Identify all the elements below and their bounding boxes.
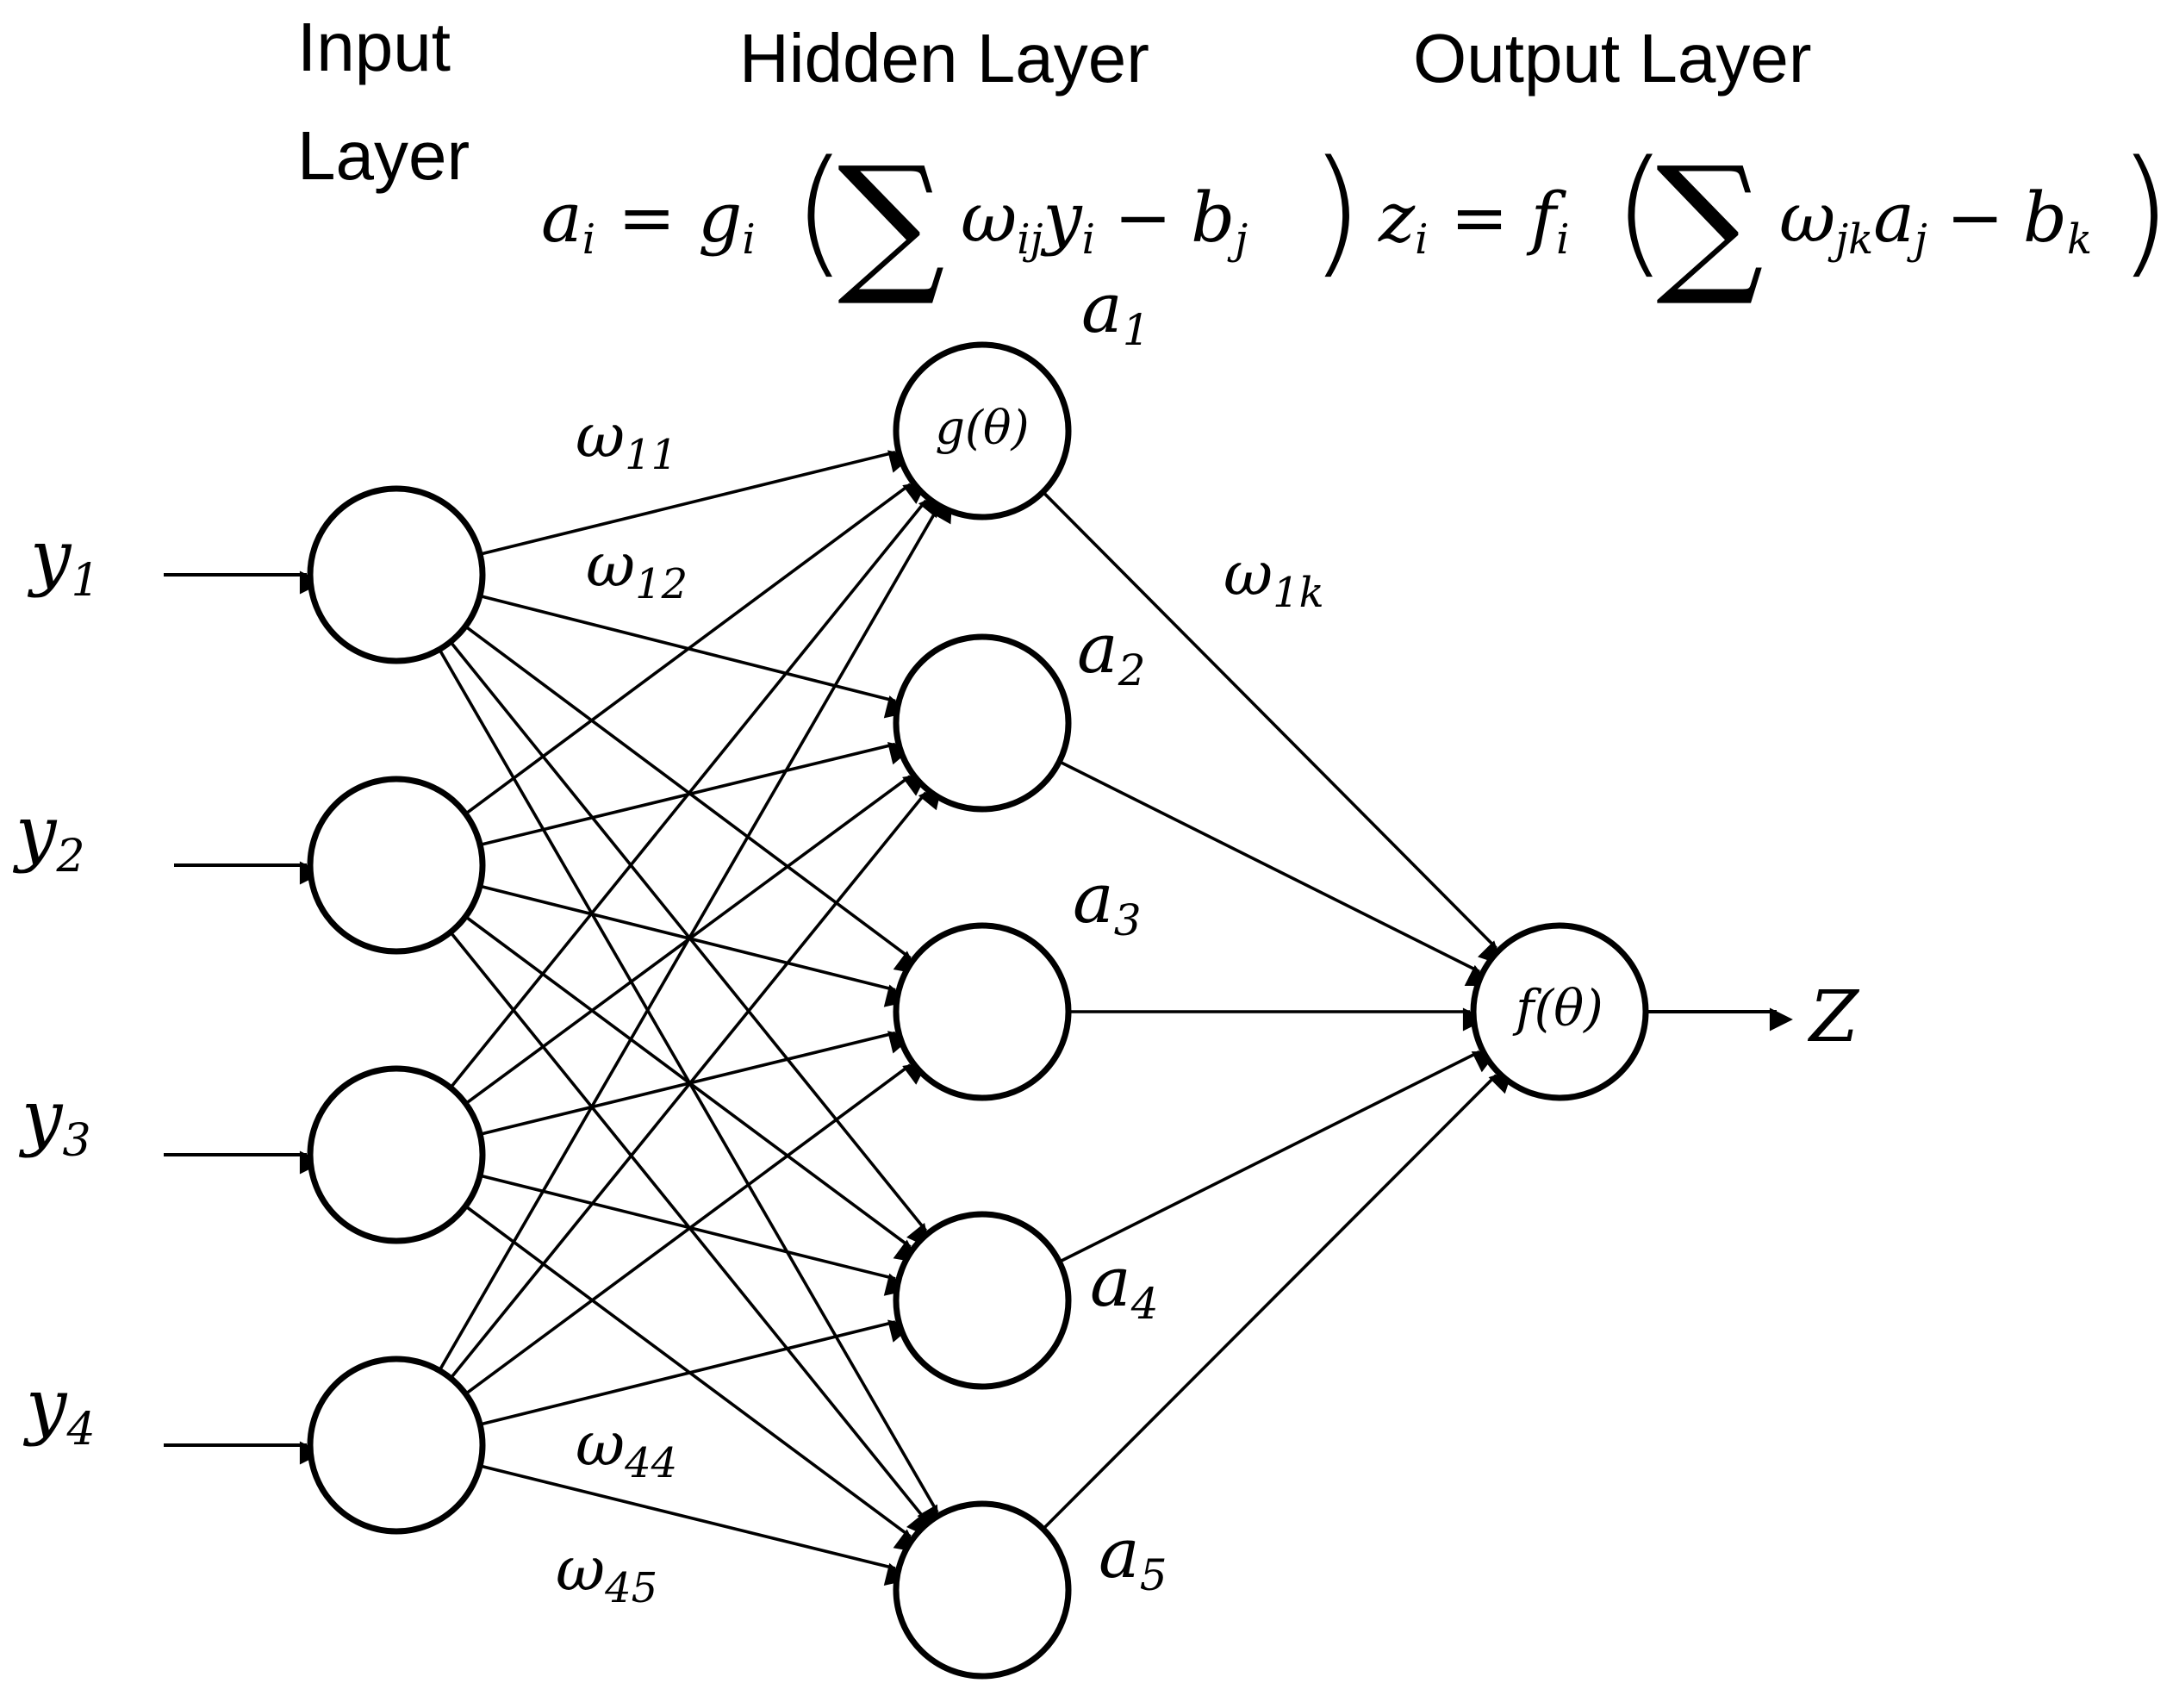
hidden-layer-nodes — [893, 341, 1072, 1680]
svg-text:ai=gi: ai=gi — [541, 178, 756, 264]
hidden-label-a3: a3 — [1073, 858, 1142, 945]
input-label-y4: y4 — [22, 1363, 96, 1456]
edge-hidden-4-to-output — [1058, 1050, 1497, 1263]
edge-hidden-5-to-output — [1042, 1069, 1514, 1530]
hidden-node-5 — [893, 1500, 1072, 1680]
input-label-y1: y1 — [27, 514, 100, 607]
hidden-label-a4: a4 — [1090, 1242, 1159, 1329]
input-node-3 — [307, 1065, 486, 1244]
edge-input-4-to-hidden-5 — [479, 1464, 910, 1586]
input-node-4 — [307, 1356, 486, 1535]
hidden-node-1-activation-label: g(θ) — [935, 401, 1029, 455]
weight-label-w45: ω45 — [556, 1534, 657, 1612]
hidden-node-2 — [893, 633, 1072, 813]
hidden-layer-title: Hidden Layer — [739, 20, 1149, 97]
edge-input-4-to-hidden-2 — [449, 784, 943, 1380]
edge-hidden-2-to-output — [1058, 760, 1491, 986]
edge-hidden-1-to-output — [1042, 490, 1503, 965]
input-node-1 — [307, 485, 486, 664]
edge-input-4-to-hidden-3 — [464, 1061, 928, 1395]
svg-text:ωjkaj−bk: ωjkaj−bk — [1779, 178, 2092, 264]
hidden-layer-formula: ai=gi ( ∑ ωijyi−bj ) — [541, 130, 1363, 310]
output-label-z: Z — [1807, 976, 1860, 1058]
output-formula-open-paren: ( — [1613, 130, 1666, 291]
input-label-y2: y2 — [12, 790, 85, 882]
edge-input-3-to-hidden-5 — [464, 1205, 919, 1553]
output-node — [1470, 922, 1649, 1101]
edge-input-3-to-hidden-1 — [449, 492, 943, 1089]
edge-input-1-to-hidden-1 — [479, 450, 913, 556]
hidden-label-a1: a1 — [1081, 268, 1150, 355]
edge-input-4-to-hidden-1 — [438, 498, 953, 1372]
input-layer-title-line2: Layer — [297, 117, 470, 194]
edge-input-2-to-hidden-1 — [464, 480, 928, 815]
input-node-2 — [307, 776, 486, 955]
connection-edges — [164, 450, 1793, 1586]
hidden-node-4 — [893, 1211, 1072, 1390]
weight-label-w12: ω12 — [586, 530, 688, 608]
input-layer-nodes — [307, 485, 486, 1535]
edge-input-3-to-hidden-3 — [479, 1031, 913, 1137]
svg-text:zi=fi: zi=fi — [1378, 178, 1570, 264]
edge-input-1-to-hidden-4 — [449, 640, 931, 1249]
weight-label-w1k: ω1k — [1223, 539, 1324, 617]
svg-text:ωijyi−bj: ωijyi−bj — [961, 178, 1248, 264]
hidden-node-3 — [893, 922, 1072, 1101]
hidden-formula-close-paren: ) — [1310, 130, 1363, 291]
hidden-formula-sum-sign: ∑ — [837, 135, 945, 310]
hidden-formula-open-paren: ( — [793, 130, 846, 291]
weight-label-w44: ω44 — [576, 1409, 677, 1487]
hidden-label-a5: a5 — [1099, 1513, 1167, 1600]
weight-label-w11: ω11 — [576, 401, 677, 479]
edge-input-2-to-hidden-4 — [464, 915, 919, 1263]
input-layer-title-line1: Input — [297, 9, 451, 85]
input-label-y3: y3 — [18, 1075, 91, 1167]
output-layer-formula: zi=fi ( ∑ ωjkaj−bk ) — [1378, 130, 2171, 310]
edge-input-3-to-hidden-4 — [479, 1174, 910, 1296]
hidden-node-1 — [893, 341, 1072, 521]
output-formula-close-paren: ) — [2118, 130, 2171, 291]
output-node-activation-label: f(θ) — [1512, 979, 1603, 1038]
output-layer-title: Output Layer — [1413, 20, 1812, 97]
hidden-label-a2: a2 — [1077, 608, 1146, 695]
output-formula-sum-sign: ∑ — [1656, 135, 1764, 310]
edge-input-4-to-hidden-4 — [479, 1319, 913, 1426]
